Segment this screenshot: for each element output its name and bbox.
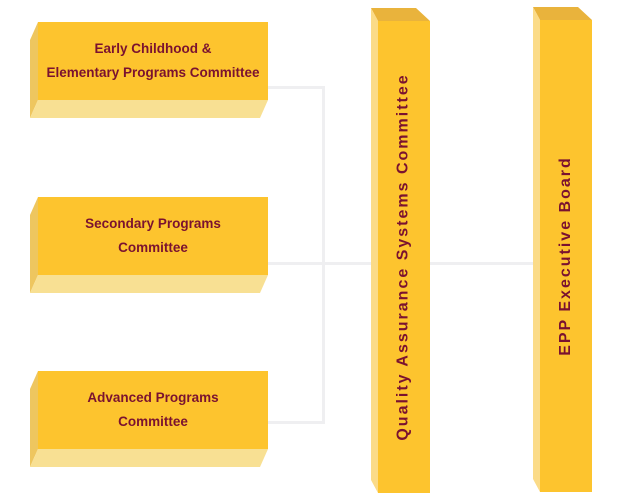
pillar-quality-assurance-systems-committee: Quality Assurance Systems Committee — [371, 8, 430, 493]
pillar-face: Quality Assurance Systems Committee — [378, 21, 430, 493]
box-bottom-bevel — [30, 449, 268, 467]
box-label-line: Committee — [118, 414, 188, 429]
box-secondary-programs-committee: Secondary Programs Committee — [30, 197, 268, 293]
pillar-label: Quality Assurance Systems Committee — [395, 73, 413, 441]
pillar-face: EPP Executive Board — [540, 20, 592, 492]
box-label-line: Secondary Programs — [85, 216, 221, 231]
connector-qasc-to-epp — [430, 262, 533, 265]
connector-vertical-trunk — [322, 86, 325, 424]
box-face: Early Childhood & Elementary Programs Co… — [38, 22, 268, 100]
connector-box2-to-qasc — [268, 262, 372, 265]
box-face: Secondary Programs Committee — [38, 197, 268, 275]
pillar-top-bevel — [371, 8, 430, 21]
box-label-line: Elementary Programs Committee — [46, 65, 260, 80]
pillar-epp-executive-board: EPP Executive Board — [533, 7, 592, 492]
connector-box1-to-trunk — [268, 86, 325, 89]
box-bottom-bevel — [30, 100, 268, 118]
pillar-top-bevel — [533, 7, 592, 20]
connector-box3-to-trunk — [268, 421, 325, 424]
box-label-line: Early Childhood & — [94, 41, 212, 56]
box-left-bevel — [30, 22, 38, 118]
box-left-bevel — [30, 371, 38, 467]
pillar-left-bevel — [533, 7, 540, 492]
box-label-line: Advanced Programs — [87, 390, 219, 405]
box-early-childhood-elementary-programs-committee: Early Childhood & Elementary Programs Co… — [30, 22, 268, 118]
box-bottom-bevel — [30, 275, 268, 293]
box-face: Advanced Programs Committee — [38, 371, 268, 449]
pillar-left-bevel — [371, 8, 378, 493]
box-advanced-programs-committee: Advanced Programs Committee — [30, 371, 268, 467]
box-left-bevel — [30, 197, 38, 293]
pillar-label: EPP Executive Board — [557, 156, 574, 356]
box-label-line: Committee — [118, 240, 188, 255]
